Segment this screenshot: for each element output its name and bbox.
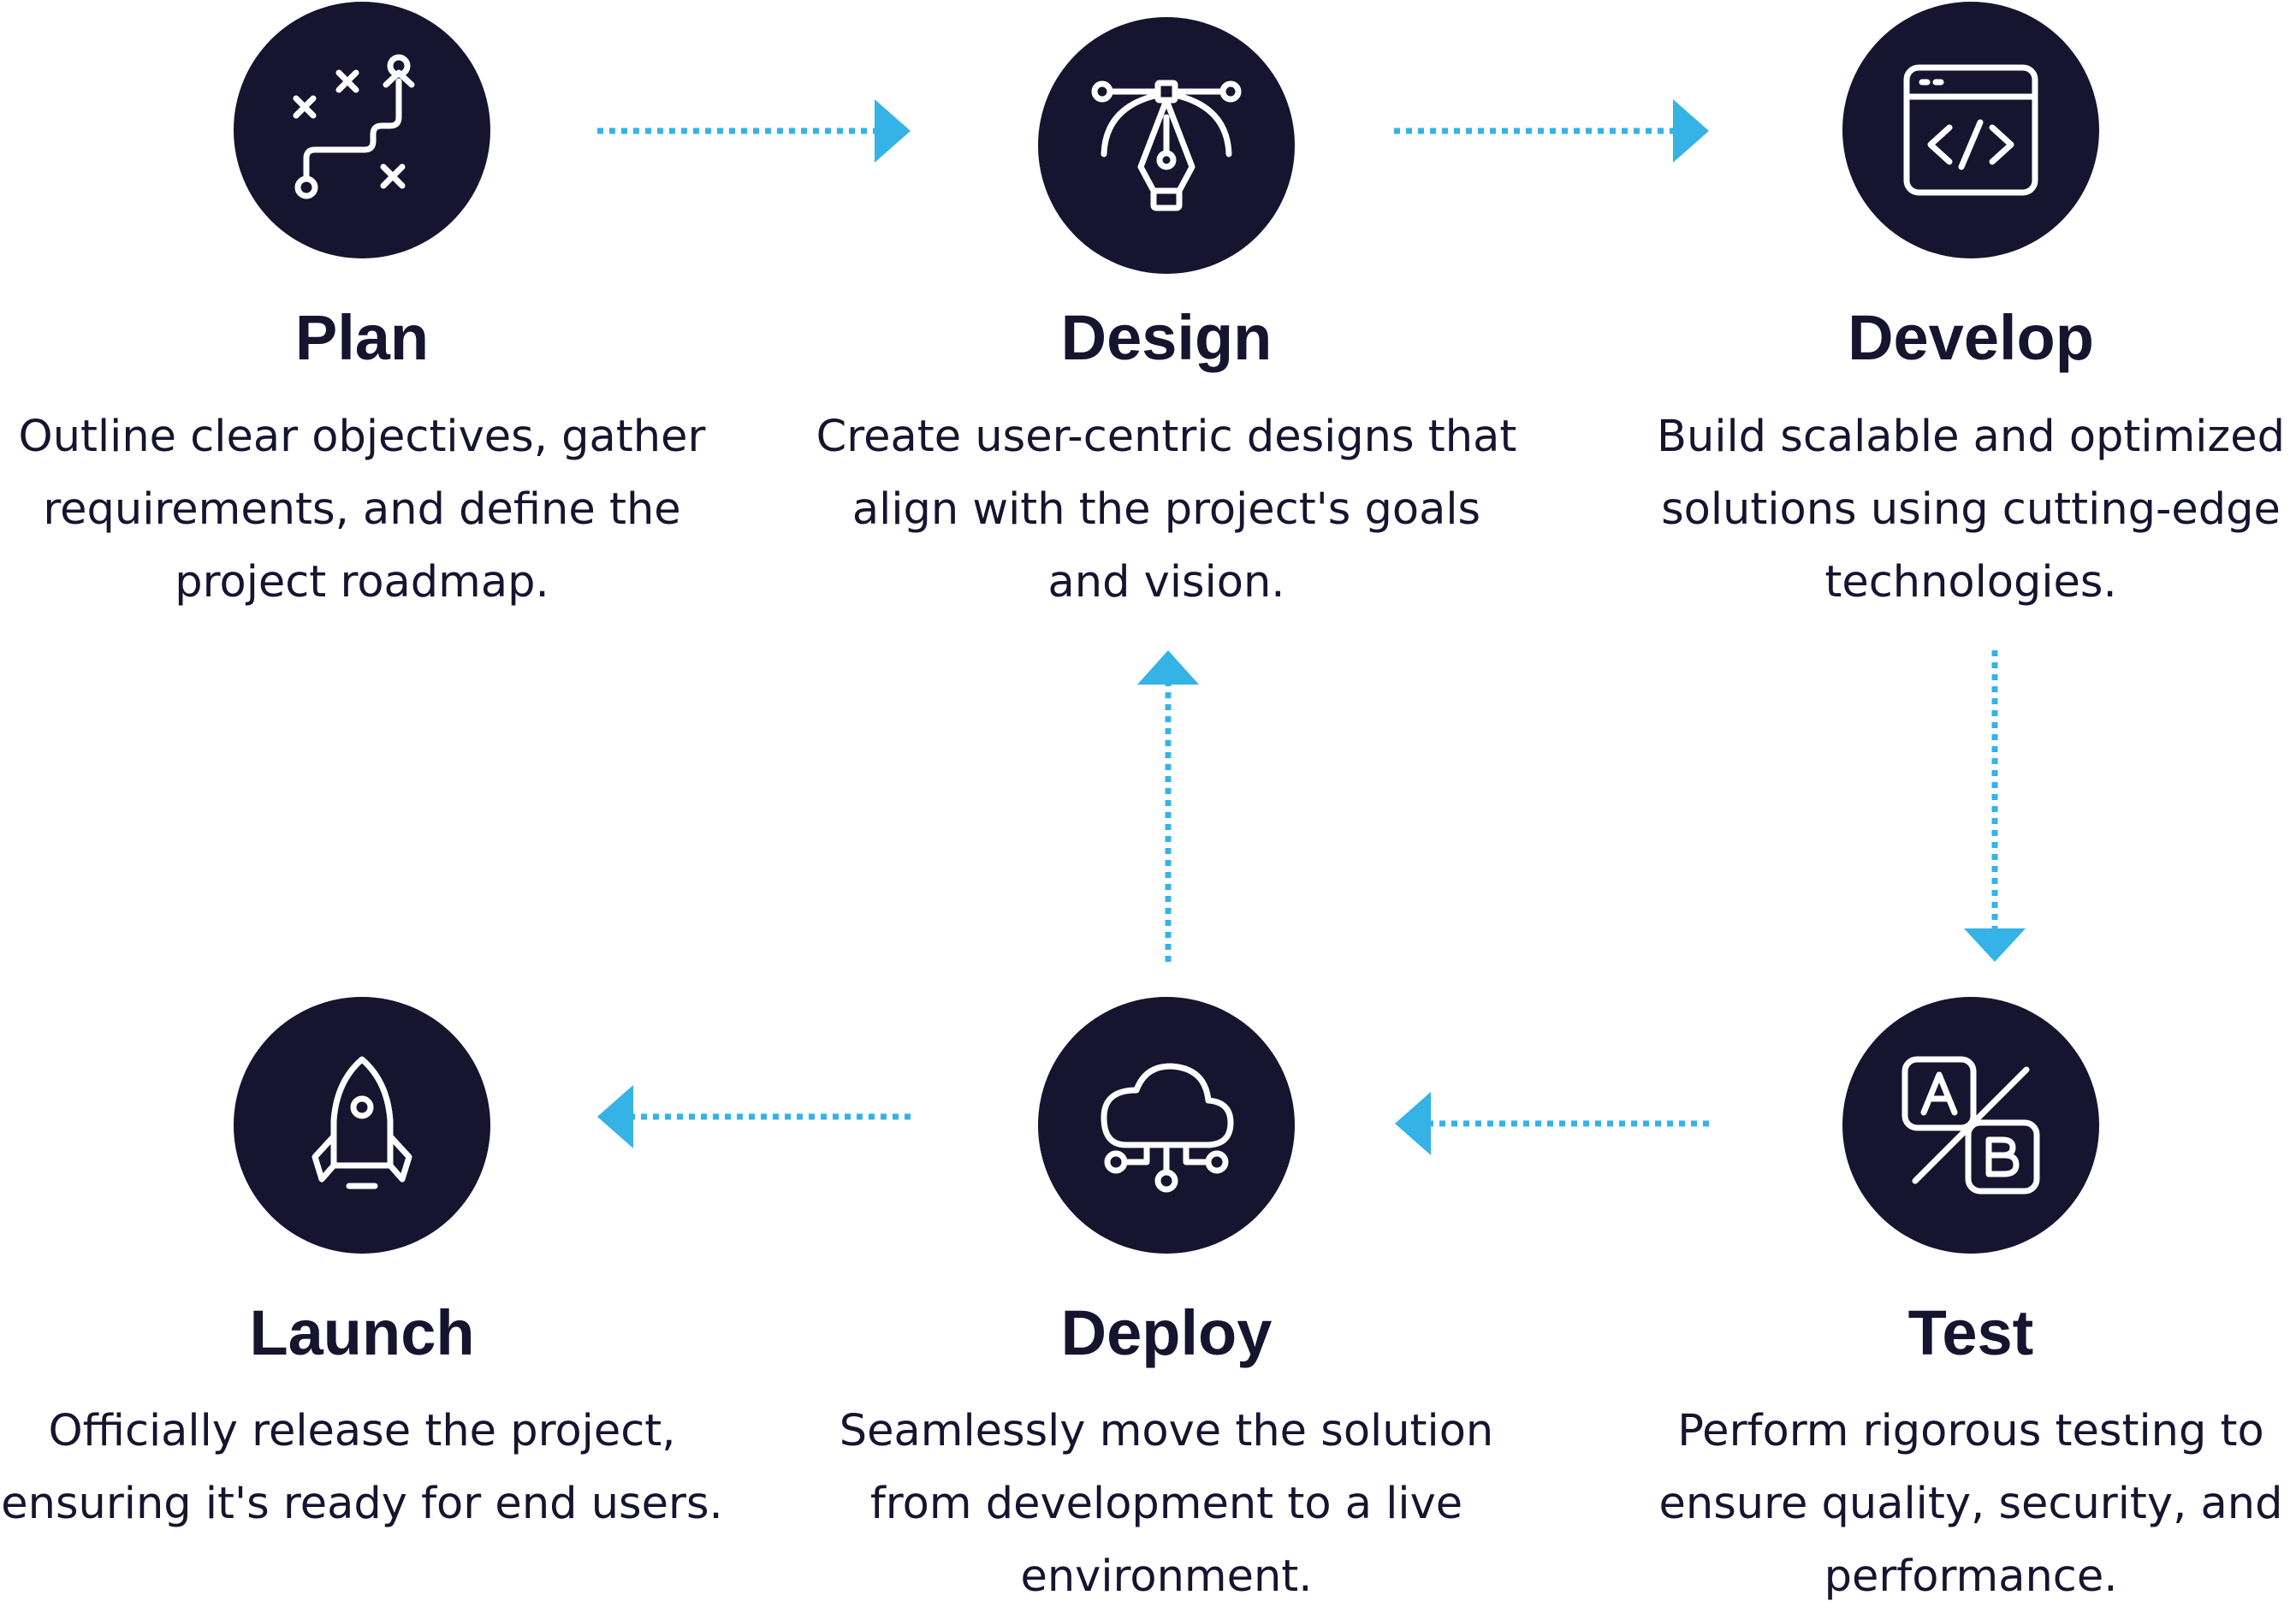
- design-line-1: Create user-centric designs that: [816, 412, 1517, 462]
- test-circle: [1842, 997, 2099, 1254]
- pen-tool-icon: [1091, 80, 1242, 211]
- plan-line-3: project roadmap.: [175, 557, 549, 608]
- test-line-2: ensure quality, security, and: [1658, 1479, 2283, 1529]
- design-circle: [1038, 17, 1295, 274]
- develop-line-1: Build scalable and optimized: [1657, 412, 2285, 462]
- ab-test-icon: [1901, 1056, 2040, 1195]
- launch-circle: [234, 997, 490, 1254]
- deploy-line-3: environment.: [1020, 1551, 1313, 1602]
- launch-description: Officially release the project, ensuring …: [0, 1395, 747, 1540]
- deploy-title: Deploy: [1060, 1297, 1273, 1368]
- develop-description: Build scalable and optimized solutions us…: [1586, 400, 2296, 619]
- plan-line-2: requirements, and define the: [43, 484, 681, 535]
- launch-title: Launch: [249, 1297, 475, 1368]
- deploy-circle: [1038, 997, 1295, 1254]
- test-title: Test: [1907, 1297, 2034, 1368]
- arrow-deploy-to-launch: [597, 1085, 911, 1148]
- design-line-2: align with the project's goals: [851, 484, 1481, 535]
- design-title: Design: [1060, 302, 1273, 373]
- arrow-plan-to-design: [597, 99, 911, 163]
- deploy-description: Seamlessly move the solution from develop…: [781, 1395, 1551, 1613]
- develop-line-3: technologies.: [1824, 557, 2117, 608]
- arrow-develop-to-test: [1964, 650, 2026, 962]
- rocket-icon: [311, 1056, 412, 1189]
- plan-title: Plan: [294, 302, 430, 373]
- deploy-line-1: Seamlessly move the solution: [839, 1406, 1494, 1456]
- plan-line-1: Outline clear objectives, gather: [18, 412, 706, 462]
- arrow-deploy-to-design: [1137, 650, 1199, 962]
- design-description: Create user-centric designs that align wi…: [781, 400, 1551, 619]
- code-window-icon: [1903, 64, 2038, 196]
- plan-description: Outline clear objectives, gather requirem…: [0, 400, 747, 619]
- launch-line-1: Officially release the project,: [48, 1406, 676, 1456]
- develop-line-2: solutions using cutting-edge: [1661, 484, 2281, 535]
- develop-circle: [1842, 2, 2099, 258]
- test-description: Perform rigorous testing to ensure qualit…: [1586, 1395, 2296, 1613]
- design-line-3: and vision.: [1047, 557, 1285, 608]
- arrow-test-to-deploy: [1395, 1092, 1709, 1155]
- develop-title: Develop: [1848, 302, 2094, 373]
- plan-circle: [234, 2, 490, 258]
- deploy-line-2: from development to a live: [869, 1479, 1463, 1529]
- strategy-path-icon: [293, 54, 415, 199]
- test-line-3: performance.: [1824, 1551, 2118, 1602]
- arrow-design-to-develop: [1394, 99, 1709, 163]
- cloud-network-icon: [1101, 1063, 1234, 1193]
- launch-line-2: ensuring it's ready for end users.: [1, 1479, 723, 1529]
- test-line-1: Perform rigorous testing to: [1677, 1406, 2264, 1456]
